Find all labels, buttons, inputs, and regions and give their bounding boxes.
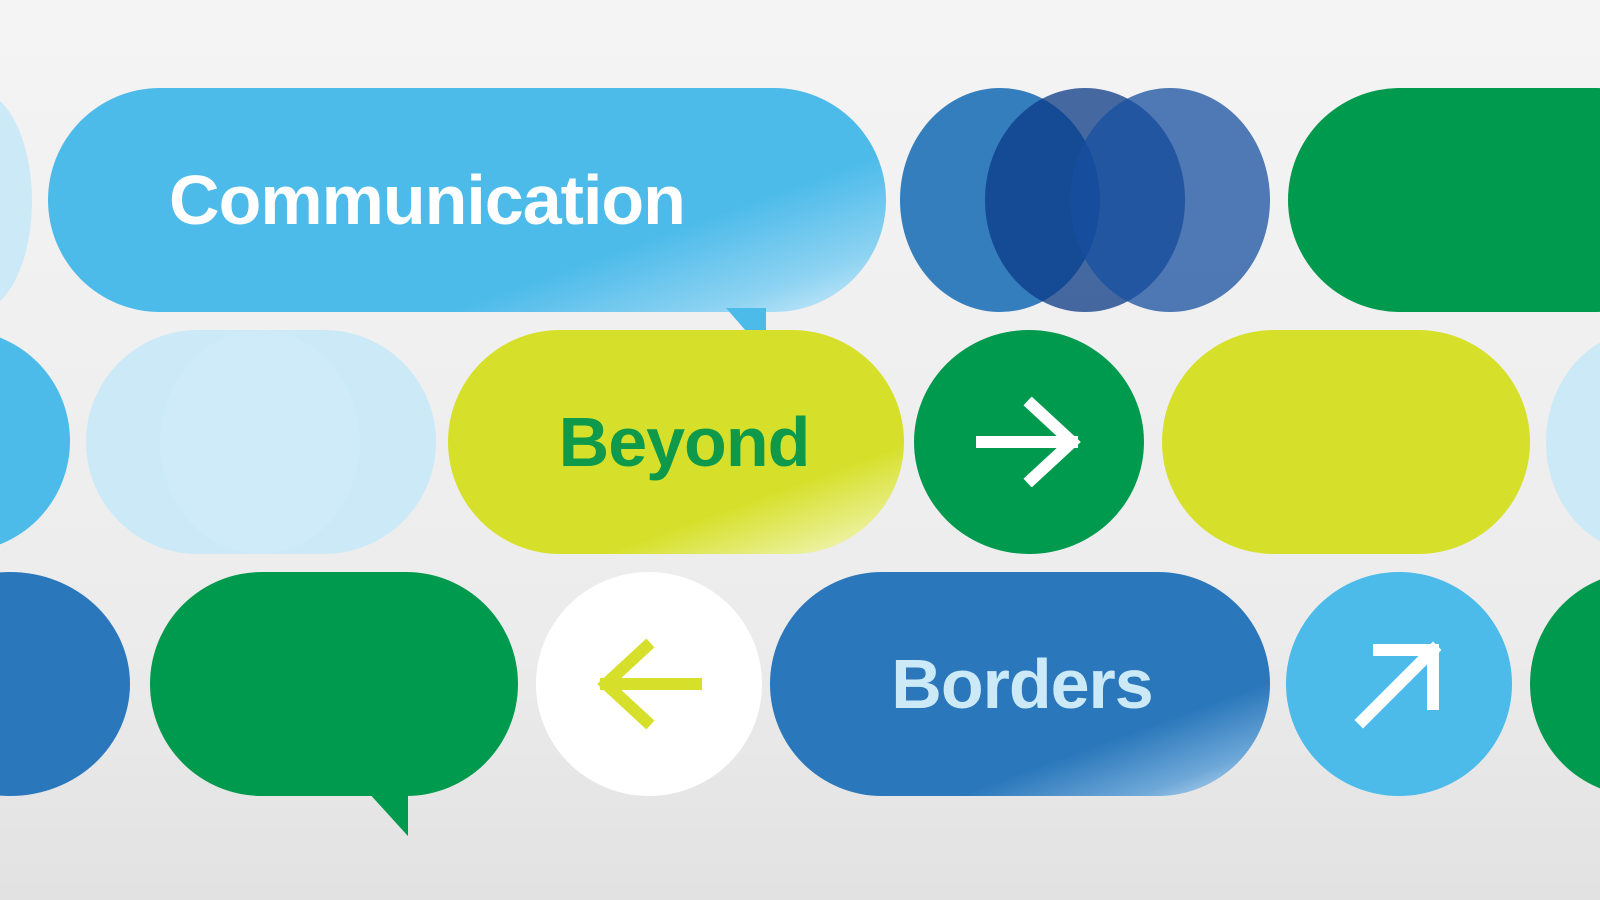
green-bubble-tail	[368, 792, 408, 836]
communication-word: Communication	[169, 161, 686, 239]
sky-blue-partial-circle-left	[0, 330, 70, 552]
sky-blue-arrow-circle[interactable]	[1286, 572, 1512, 796]
mid-blue-partial-circle-left	[0, 572, 130, 796]
venn-circle-right	[1070, 88, 1270, 312]
green-pill-top-right	[1288, 88, 1600, 312]
borders-word: Borders	[891, 645, 1153, 723]
white-arrow-circle[interactable]	[536, 572, 762, 796]
arrow-up-right-icon	[1354, 641, 1442, 729]
green-speech-bubble	[150, 572, 518, 796]
lime-pill-right	[1162, 330, 1530, 554]
green-partial-circle-right	[1530, 572, 1600, 796]
communication-speech-bubble: Communication	[48, 88, 886, 312]
pale-blue-cloud-bump-left	[160, 330, 360, 554]
arrow-left-icon	[597, 639, 702, 729]
pale-blue-partial-circle-left	[0, 90, 32, 312]
beyond-pill: Beyond	[448, 330, 904, 554]
arrow-right-icon	[976, 397, 1081, 487]
borders-pill: Borders	[770, 572, 1270, 796]
beyond-word: Beyond	[558, 403, 811, 481]
green-arrow-circle[interactable]	[914, 330, 1144, 554]
pale-blue-partial-circle-right	[1546, 330, 1600, 554]
